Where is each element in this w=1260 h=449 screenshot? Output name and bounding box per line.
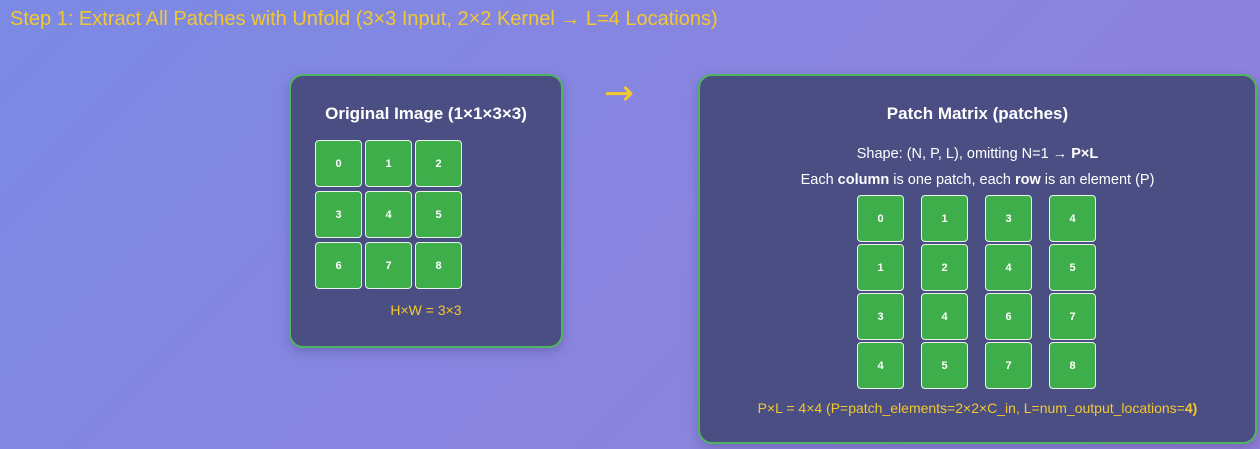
patch-matrix-cell: 7 — [985, 342, 1032, 389]
patch-matrix-cell: 5 — [1049, 244, 1096, 291]
original-image-cell: 8 — [415, 242, 462, 289]
patch-caption-prefix: P×L = 4×4 (P=patch_elements=2×2×C_in, L=… — [757, 400, 1185, 416]
patch-description-text: Each column is one patch, each row is an… — [700, 172, 1255, 188]
original-image-cell: 2 — [415, 140, 462, 187]
patch-matrix-cell: 3 — [985, 195, 1032, 242]
patch-matrix-cell: 5 — [921, 342, 968, 389]
original-image-cell: 6 — [315, 242, 362, 289]
patch-matrix-title: Patch Matrix (patches) — [886, 104, 1069, 123]
patch-caption-emphasis: 4) — [1184, 400, 1198, 416]
original-image-caption: H×W = 3×3 — [390, 302, 462, 318]
patch-shape-text: Shape: (N, P, L), omitting N=1 → P×L — [700, 146, 1255, 162]
original-image-cell: 7 — [365, 242, 412, 289]
patch-shape-prefix: Shape: (N, P, L), omitting N=1 → — [856, 146, 1072, 162]
original-image-title: Original Image (1×1×3×3) — [325, 104, 527, 123]
patch-matrix-cell: 7 — [1049, 293, 1096, 340]
patch-matrix-caption: P×L = 4×4 (P=patch_elements=2×2×C_in, L=… — [700, 400, 1255, 416]
patch-matrix-cell: 1 — [921, 195, 968, 242]
original-image-cell: 5 — [415, 191, 462, 238]
original-image-cell: 3 — [315, 191, 362, 238]
patch-matrix-cell: 4 — [985, 244, 1032, 291]
patch-matrix-cell: 2 — [921, 244, 968, 291]
patch-matrix-panel: Patch Matrix (patches) Shape: (N, P, L),… — [698, 74, 1257, 444]
step-title: Step 1: Extract All Patches with Unfold … — [10, 8, 718, 30]
patch-matrix-cell: 6 — [985, 293, 1032, 340]
flow-arrow-icon: → — [604, 73, 635, 114]
patch-matrix-cell: 3 — [857, 293, 904, 340]
patch-matrix-cell: 4 — [921, 293, 968, 340]
patch-desc-part-1: Each — [800, 172, 838, 188]
patch-desc-part-2: is one patch, each — [889, 172, 1015, 188]
patch-desc-part-3: is an element (P) — [1040, 172, 1155, 188]
patch-desc-column: column — [837, 172, 890, 188]
patch-matrix-cell: 4 — [1049, 195, 1096, 242]
patch-shape-emphasis: P×L — [1071, 146, 1099, 162]
original-image-cell: 1 — [365, 140, 412, 187]
patch-matrix-cell: 1 — [857, 244, 904, 291]
original-image-cell: 0 — [315, 140, 362, 187]
patch-matrix-cell: 0 — [857, 195, 904, 242]
patch-matrix-cell: 4 — [857, 342, 904, 389]
patch-desc-row: row — [1014, 172, 1041, 188]
patch-matrix-cell: 8 — [1049, 342, 1096, 389]
original-image-cell: 4 — [365, 191, 412, 238]
